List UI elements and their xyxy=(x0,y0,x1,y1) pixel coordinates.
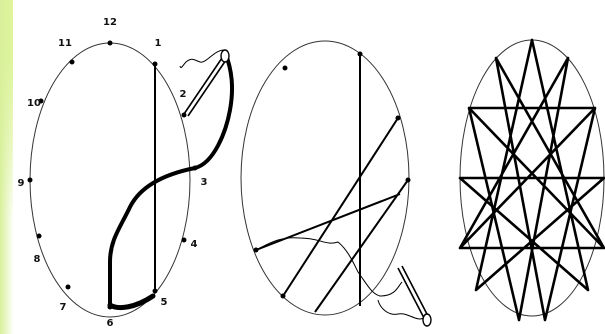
hour-label-6: 6 xyxy=(107,318,114,329)
hour-label-9: 9 xyxy=(18,178,25,189)
figure-1: 1 2 3 4 5 6 7 8 9 10 11 12 xyxy=(18,17,233,329)
needle-icon-2 xyxy=(398,266,431,326)
hour-label-12: 12 xyxy=(103,17,117,28)
figure-3 xyxy=(460,40,604,320)
star-pattern xyxy=(460,40,604,320)
hour-label-8: 8 xyxy=(34,254,41,265)
hour-label-3: 3 xyxy=(201,177,208,188)
hour-label-4: 4 xyxy=(191,239,198,250)
hour-label-7: 7 xyxy=(60,302,67,313)
hour-label-11: 11 xyxy=(58,38,72,49)
thin-thread xyxy=(256,238,402,296)
thin-thread-tail xyxy=(378,300,424,319)
hour-label-1: 1 xyxy=(155,38,162,49)
circle-2 xyxy=(241,41,409,315)
chord-c xyxy=(283,118,398,296)
figure-2 xyxy=(241,41,431,326)
hour-label-2: 2 xyxy=(180,89,187,100)
hour-label-5: 5 xyxy=(161,297,168,308)
heavy-thread-bottom xyxy=(110,296,153,308)
figure-2-dots xyxy=(254,52,411,299)
hour-label-10: 10 xyxy=(27,98,41,109)
